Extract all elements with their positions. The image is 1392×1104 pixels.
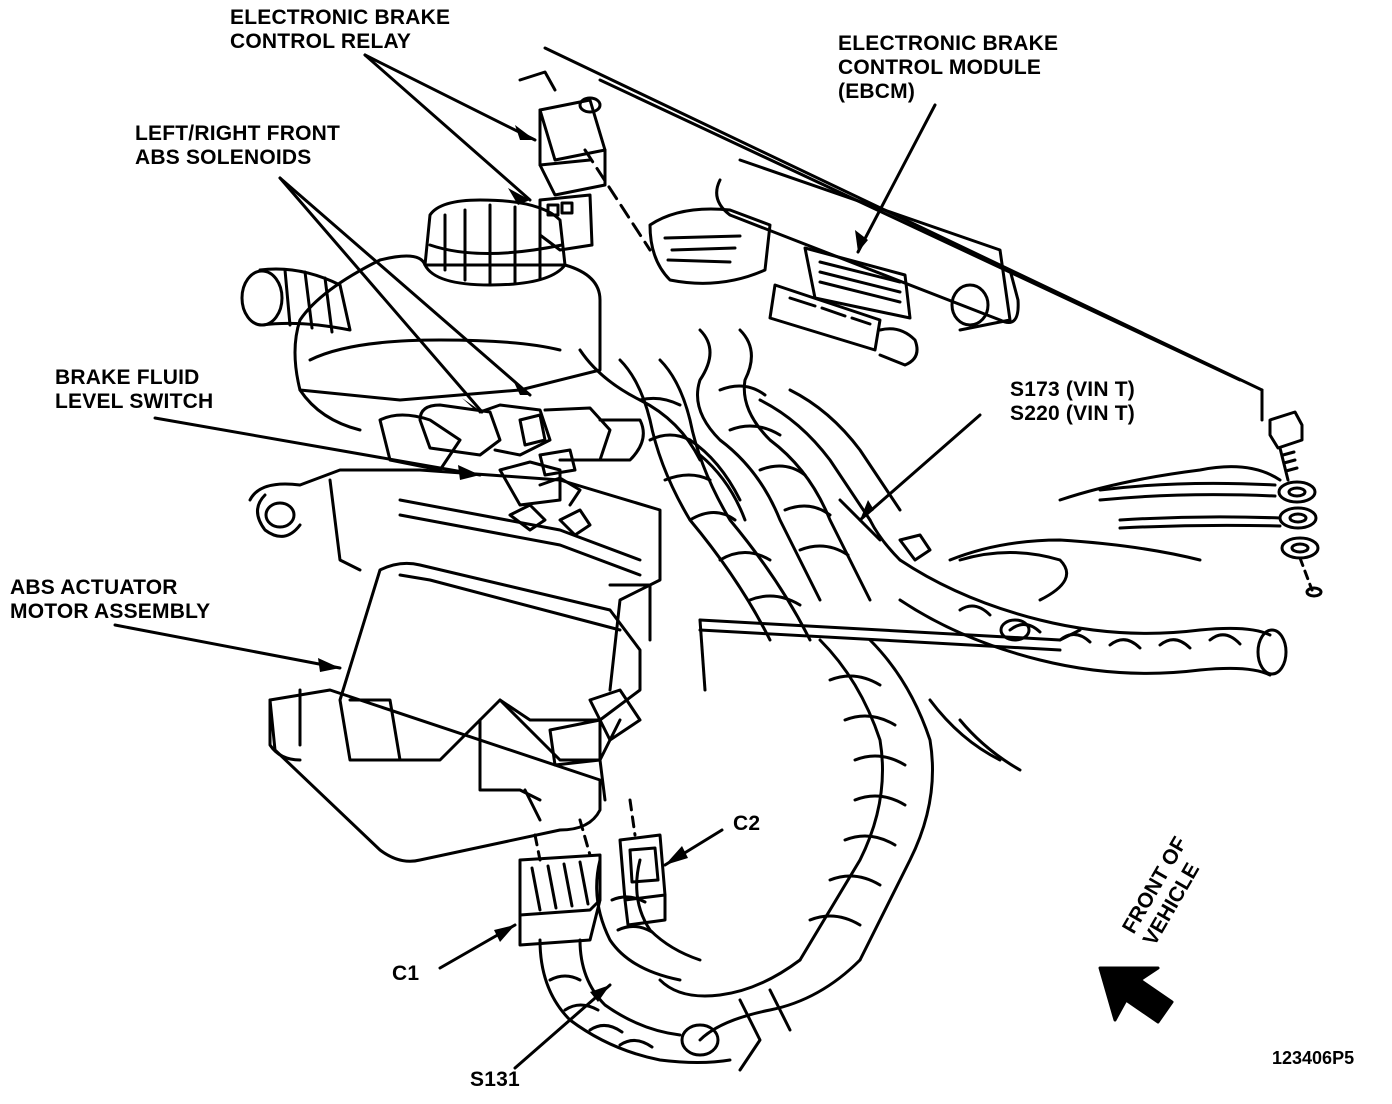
splice-s173-label: S173 (VIN T) [1010,378,1135,401]
connector-c1 [518,818,602,947]
c2-label: C2 [733,812,761,835]
connector-cover [648,207,772,285]
s131-label: S131 [470,1068,520,1091]
vacuum-hose [240,267,352,334]
ebcm-label: ELECTRONIC BRAKE CONTROL MODULE (EBCM) [838,32,1058,104]
leader-arrowheads [318,125,874,1002]
fluid-switch-label-line-1: BRAKE FLUID [55,366,200,389]
wire-harness [538,328,1288,1072]
solenoids-label: LEFT/RIGHT FRONT ABS SOLENOIDS [135,122,340,170]
abs-actuator-body [248,413,662,863]
motor-cover [338,561,652,822]
relay-label-line-1: ELECTRONIC BRAKE [230,6,451,29]
ebcm-label-line-1: ELECTRONIC BRAKE [838,32,1059,55]
ebcm-label-line-3: (EBCM) [838,80,916,103]
leader-lines [113,53,982,1070]
fluid-switch-label-line-2: LEVEL SWITCH [55,390,214,413]
brake-fluid-reservoir [293,198,602,432]
solenoids-label-line-1: LEFT/RIGHT FRONT [135,122,341,145]
figure-number: 123406P5 [1272,1048,1355,1068]
ground-straps [698,481,1282,772]
actuator-label-line-2: MOTOR ASSEMBLY [10,600,211,623]
solenoids-label-line-2: ABS SOLENOIDS [135,146,312,169]
relay-label-line-2: CONTROL RELAY [230,30,412,53]
actuator-label: ABS ACTUATOR MOTOR ASSEMBLY [10,576,210,624]
splice-s220-label: S220 (VIN T) [1010,402,1135,425]
fluid-switch-label: BRAKE FLUID LEVEL SWITCH [55,366,213,414]
ground-bolt [1268,410,1323,598]
front-of-vehicle-arrow-icon [1098,966,1174,1024]
connector-c2 [618,798,667,927]
ebcm-module [768,246,919,367]
actuator-label-line-1: ABS ACTUATOR [10,576,178,599]
relay-label: ELECTRONIC BRAKE CONTROL RELAY [230,6,450,54]
ebcm-label-line-2: CONTROL MODULE [838,56,1042,79]
solenoid-connectors [398,403,645,577]
c1-label: C1 [392,962,420,985]
firewall-panel [543,46,1264,422]
splice-s173-s220-label: S173 (VIN T) S220 (VIN T) [1010,378,1135,426]
